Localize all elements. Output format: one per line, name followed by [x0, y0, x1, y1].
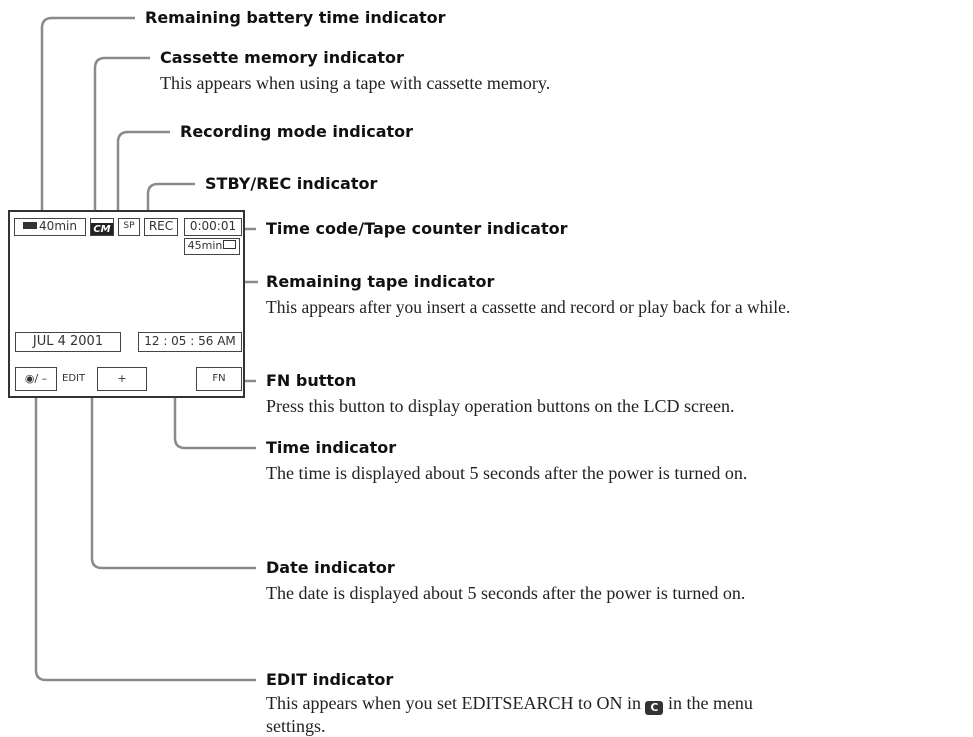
cassette-memory-callout-desc: This appears when using a tape with cass… — [160, 73, 551, 93]
time-code-indicator: 0:00:01 — [184, 218, 242, 236]
lcd-screen: 40min CM SP REC 0:00:01 45min JUL 4 2001… — [8, 210, 245, 398]
fn-button-callout-label: FN button — [266, 371, 357, 390]
edit-callout-desc: This appears when you set EDITSEARCH to … — [266, 692, 786, 737]
remaining-tape-callout-label: Remaining tape indicator — [266, 272, 495, 291]
remaining-tape-callout-desc: This appears after you insert a cassette… — [266, 297, 791, 317]
leader-battery — [40, 16, 135, 222]
recording-mode-callout-label: Recording mode indicator — [180, 122, 414, 141]
date-callout-desc: The date is displayed about 5 seconds af… — [266, 583, 746, 603]
plus-button[interactable]: + — [97, 367, 147, 391]
date-indicator: JUL 4 2001 — [15, 332, 121, 352]
battery-callout-label: Remaining battery time indicator — [145, 8, 446, 27]
leader-cassette-memory — [93, 56, 150, 222]
stby-rec-indicator: REC — [144, 218, 178, 236]
time-callout-label: Time indicator — [266, 438, 397, 457]
edit-desc-before: This appears when you set EDITSEARCH to … — [266, 693, 641, 713]
tape-icon — [223, 240, 237, 249]
edit-label: EDIT — [62, 373, 86, 384]
cassette-memory-icon: CM — [91, 223, 113, 235]
remaining-tape-indicator: 45min — [184, 238, 240, 255]
time-indicator: 12 : 05 : 56 AM — [138, 332, 242, 352]
camera-menu-icon: C — [645, 701, 664, 715]
edit-minus-button[interactable]: ◉/ – — [15, 367, 57, 391]
date-callout-label: Date indicator — [266, 558, 395, 577]
edit-callout-label: EDIT indicator — [266, 670, 394, 689]
cassette-memory-callout-label: Cassette memory indicator — [160, 48, 404, 67]
fn-button[interactable]: FN — [196, 367, 242, 391]
battery-icon — [23, 222, 38, 229]
battery-indicator: 40min — [14, 218, 86, 236]
leader-date — [90, 352, 256, 570]
leader-recording-mode — [116, 130, 170, 222]
time-callout-desc: The time is displayed about 5 seconds af… — [266, 463, 748, 483]
leader-time — [173, 352, 256, 450]
leader-stby-rec — [146, 182, 195, 222]
recording-mode-indicator: SP — [118, 218, 140, 236]
leader-edit — [34, 395, 256, 682]
time-code-callout-label: Time code/Tape counter indicator — [266, 219, 568, 238]
fn-button-callout-desc: Press this button to display operation b… — [266, 396, 735, 416]
stby-rec-callout-label: STBY/REC indicator — [205, 174, 378, 193]
cassette-memory-indicator: CM — [90, 218, 114, 236]
